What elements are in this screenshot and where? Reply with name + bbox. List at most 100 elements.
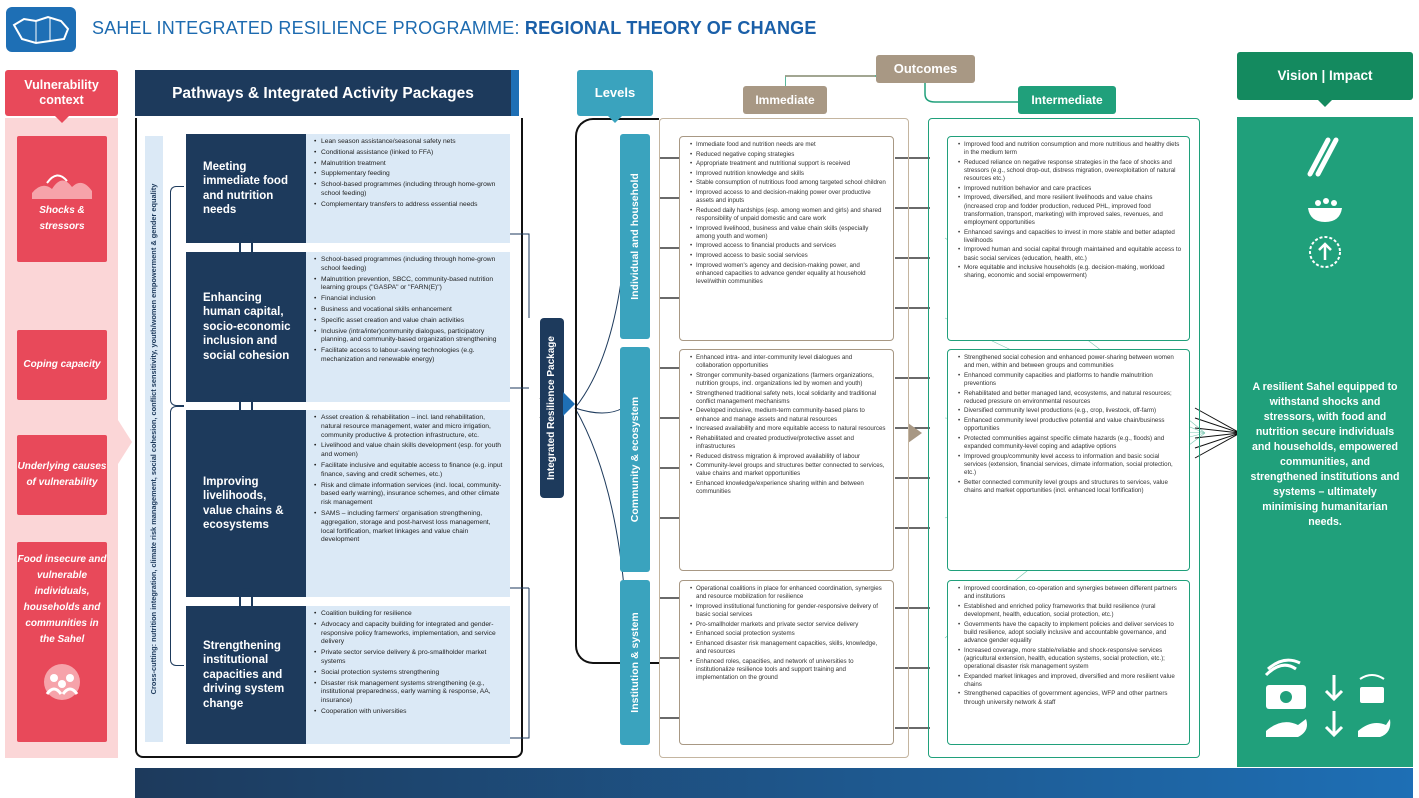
intermediate-outcome-item: Improved food and nutrition consumption … — [958, 141, 1183, 157]
immediate-outcome-item: Appropriate treatment and nutritional su… — [690, 160, 887, 168]
activity-item: Advocacy and capacity building for integ… — [314, 621, 504, 647]
growth-icon — [1309, 236, 1341, 268]
intermediate-box-institution: Improved coordination, co-operation and … — [947, 580, 1190, 745]
activity-item: Livelihood and value chain skills develo… — [314, 442, 504, 460]
vulnerability-heading: Vulnerability context — [5, 70, 118, 123]
activity-item: Conditional assistance (linked to FFA) — [314, 149, 504, 158]
activity-item: Coalition building for resilience — [314, 610, 504, 619]
grain-icon — [1307, 137, 1339, 177]
activity-item: Facilitate inclusive and equitable acces… — [314, 462, 504, 480]
intermediate-outcome-item: Protected communities against specific c… — [958, 435, 1183, 451]
levels-heading: Levels — [577, 70, 653, 123]
vision-panel — [1237, 117, 1413, 767]
activity-item: SAMS – including farmers' organisation s… — [314, 510, 504, 545]
vul-box-population: Food insecure and vulnerable individuals… — [17, 542, 107, 742]
activity-item: Complementary transfers to address essen… — [314, 201, 504, 210]
intermediate-outcome-item: Rehabilitated and better managed land, e… — [958, 390, 1183, 406]
level-individual: Individual and household — [620, 134, 650, 339]
immediate-outcome-item: Improved access to financial products an… — [690, 242, 887, 250]
immediate-outcome-item: Improved nutrition knowledge and skills — [690, 170, 887, 178]
immediate-outcome-item: Improved institutional functioning for g… — [690, 603, 887, 619]
page-title: SAHEL INTEGRATED RESILIENCE PROGRAMME: R… — [92, 18, 817, 38]
immediate-outcome-item: Immediate food and nutrition needs are m… — [690, 141, 887, 149]
immediate-outcome-item: Enhanced knowledge/experience sharing wi… — [690, 480, 887, 496]
activity-item: Asset creation & rehabilitation – incl. … — [314, 414, 504, 440]
intermediate-outcome-item: More equitable and inclusive households … — [958, 264, 1183, 280]
immediate-box-institution: Operational coalitions in place for enha… — [679, 580, 894, 745]
immediate-outcome-item: Enhanced roles, capacities, and network … — [690, 658, 887, 683]
intermediate-outcome-item: Strengthened social cohesion and enhance… — [958, 354, 1183, 370]
vul-box-causes: Underlying causes of vulnerability — [17, 435, 107, 515]
immediate-outcome-item: Reduced distress migration & improved av… — [690, 453, 887, 461]
intermediate-frame — [928, 118, 1200, 758]
intermediate-outcome-item: Better connected community level groups … — [958, 479, 1183, 495]
intermediate-outcome-item: Improved group/community level access to… — [958, 453, 1183, 478]
map-icon — [6, 7, 76, 52]
activity-item: School-based programmes (including throu… — [314, 181, 504, 199]
activity-item: Lean season assistance/seasonal safety n… — [314, 138, 504, 147]
immediate-outcome-item: Enhanced intra- and inter-community leve… — [690, 354, 887, 370]
activity-item: Specific asset creation and value chain … — [314, 317, 504, 326]
intermediate-outcome-item: Reduced reliance on negative response st… — [958, 159, 1183, 184]
intermediate-outcome-item: Enhanced community capacities and platfo… — [958, 372, 1183, 388]
people-icon — [44, 664, 80, 700]
immediate-outcome-item: Improved livelihood, business and value … — [690, 225, 887, 241]
activity-item: Malnutrition prevention, SBCC, community… — [314, 276, 504, 294]
immediate-outcome-item: Enhanced disaster risk management capaci… — [690, 640, 887, 656]
package-title-2: Enhancing human capital, socio-economic … — [186, 252, 306, 402]
immediate-outcome-item: Stronger community-based organizations (… — [690, 372, 887, 388]
immediate-outcome-item: Community-level groups and structures be… — [690, 462, 887, 478]
crosscutting-label: Cross-cutting: nutrition integration, cl… — [149, 183, 158, 695]
intermediate-outcome-item: Enhanced community level productive pote… — [958, 417, 1183, 433]
integrated-package-label: Integrated Resilience Package — [546, 336, 557, 480]
package-list-2: School-based programmes (including throu… — [306, 252, 510, 402]
activity-item: Facilitate access to labour-saving techn… — [314, 347, 504, 365]
immediate-outcome-item: Improved access to basic social services — [690, 252, 887, 260]
pathways-heading: Pathways & Integrated Activity Packages — [135, 70, 519, 116]
bracket-1 — [170, 186, 184, 406]
activity-item: Business and vocational skills enhanceme… — [314, 306, 504, 315]
immediate-outcome-item: Pro-smallholder markets and private sect… — [690, 621, 887, 629]
package-title-3: Improving livelihoods, value chains & ec… — [186, 410, 306, 597]
intermediate-outcome-item: Increased coverage, more stable/reliable… — [958, 647, 1183, 672]
activity-item: Risk and climate information services (i… — [314, 482, 504, 508]
intermediate-outcome-item: Improved human and social capital throug… — [958, 246, 1183, 262]
immediate-outcome-item: Strengthened traditional safety nets, lo… — [690, 390, 887, 406]
intermediate-outcome-item: Expanded market linkages and improved, d… — [958, 673, 1183, 689]
activity-item: Private sector service delivery & pro-sm… — [314, 649, 504, 667]
footer-bar — [135, 768, 1413, 798]
immediate-outcome-item: Developed inclusive, medium-term communi… — [690, 407, 887, 423]
immediate-outcome-item: Stable consumption of nutritious food am… — [690, 179, 887, 187]
intermediate-box-community: Strengthened social cohesion and enhance… — [947, 349, 1190, 571]
vision-heading: Vision | Impact — [1237, 52, 1413, 107]
immediate-frame — [659, 118, 909, 758]
immediate-outcome-item: Reduced negative coping strategies — [690, 151, 887, 159]
bracket-2 — [170, 406, 184, 666]
bowl-icon — [1308, 198, 1342, 222]
hand-icon — [1266, 719, 1391, 737]
immediate-outcome-item: Enhanced social protection systems — [690, 630, 887, 638]
level-community: Community & ecosystem — [620, 347, 650, 572]
activity-item: Disaster risk management systems strengt… — [314, 680, 504, 706]
immediate-box-community: Enhanced intra- and inter-community leve… — [679, 349, 894, 571]
package-title-1: Meeting immediate food and nutrition nee… — [186, 134, 306, 243]
vision-icons-bottom — [1264, 658, 1391, 738]
vul-box-shocks: Shocks & stressors — [17, 136, 107, 262]
intermediate-box-individual: Improved food and nutrition consumption … — [947, 136, 1190, 341]
intermediate-outcome-item: Established and enriched policy framewor… — [958, 603, 1183, 619]
intermediate-outcome-item: Improved nutrition behavior and care pra… — [958, 185, 1183, 193]
immediate-box-individual: Immediate food and nutrition needs are m… — [679, 136, 894, 341]
intermediate-heading: Intermediate — [1018, 86, 1116, 114]
grain-icon — [1264, 658, 1301, 677]
activity-item: Financial inclusion — [314, 295, 504, 304]
storm-icon — [32, 174, 92, 199]
activity-item: School-based programmes (including throu… — [314, 256, 504, 274]
vulnerability-arrow — [118, 420, 132, 464]
level-institution: Institution & system — [620, 580, 650, 745]
intermediate-outcome-item: Strengthened capacities of government ag… — [958, 690, 1183, 706]
immediate-outcome-item: Operational coalitions in place for enha… — [690, 585, 887, 601]
package-list-3: Asset creation & rehabilitation – incl. … — [306, 410, 510, 597]
immediate-outcome-item: Improved access to and decision-making p… — [690, 189, 887, 205]
activity-item: Inclusive (intra/inter)community dialogu… — [314, 328, 504, 346]
immediate-outcome-item: Reduced daily hardships (esp. among wome… — [690, 207, 887, 223]
